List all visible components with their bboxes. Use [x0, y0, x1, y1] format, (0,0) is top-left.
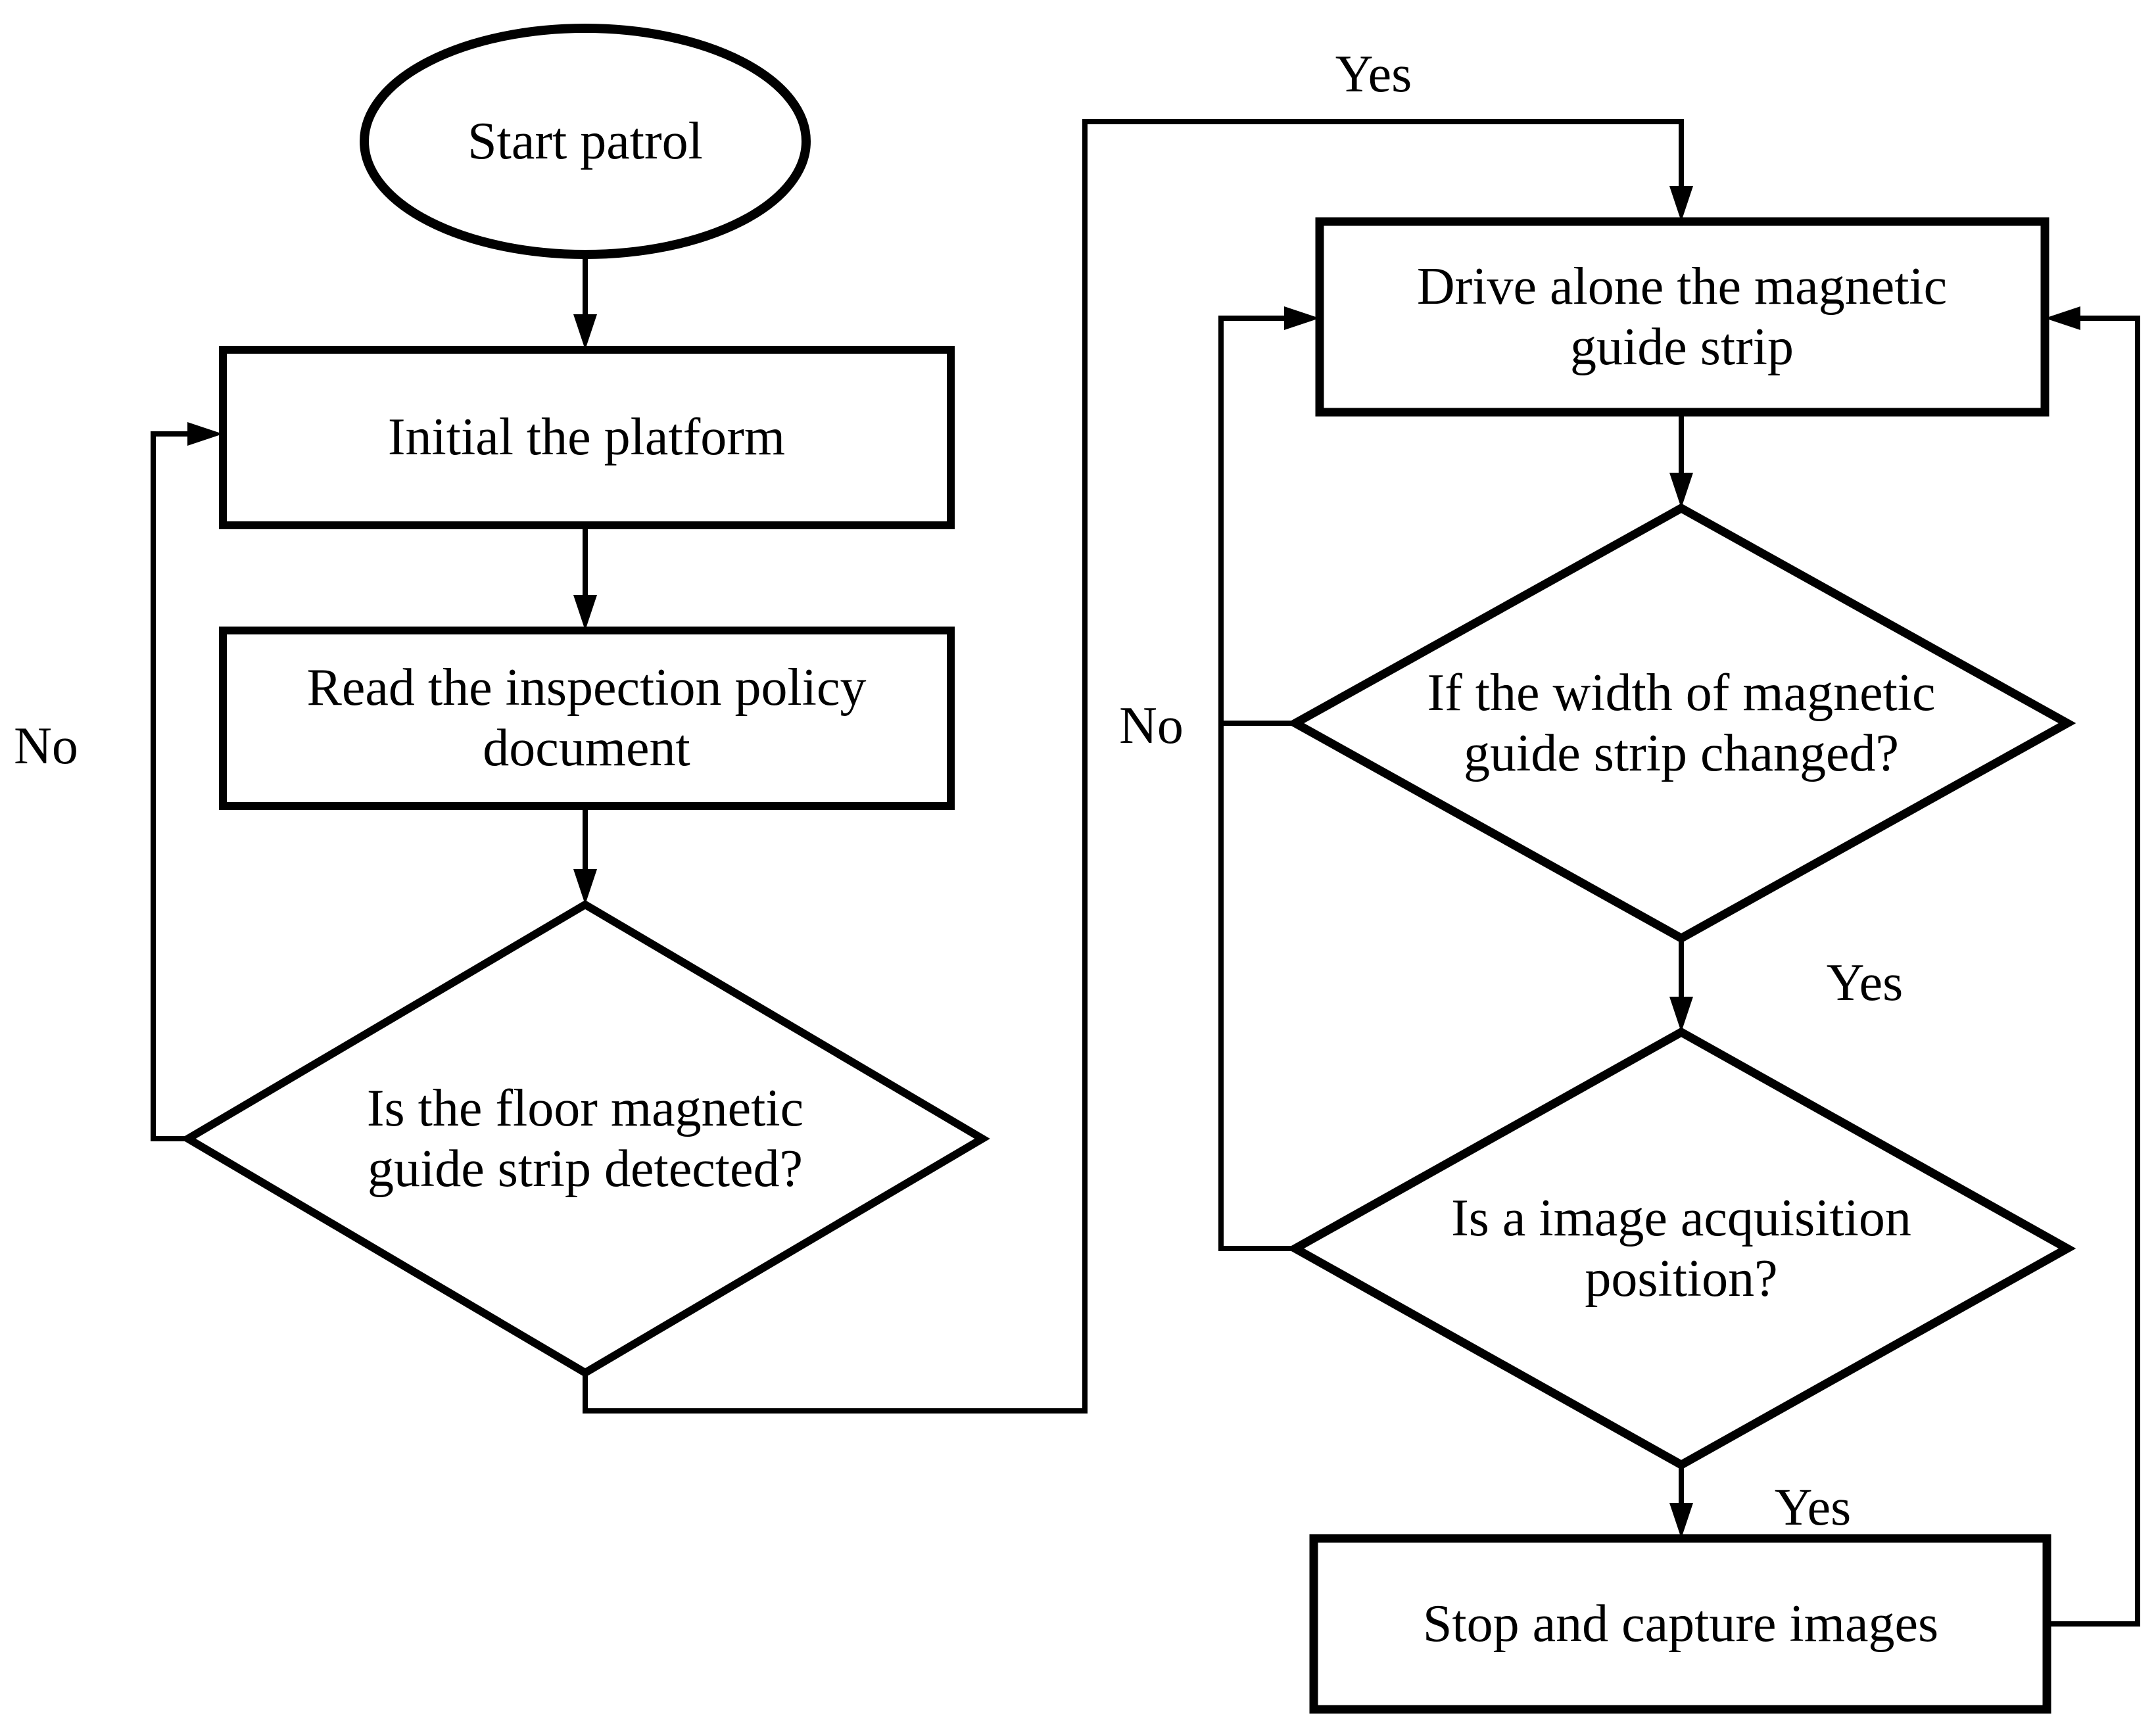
node-detect-strip-label: Is the floor magnetic guide strip detect… — [366, 1080, 804, 1198]
node-initial-platform-label: Initial the platform — [387, 408, 786, 466]
width-changed-diamond — [1286, 503, 2076, 943]
connector-detect-no-loop — [151, 431, 189, 1141]
read-policy-rect — [219, 627, 955, 810]
node-width-changed-label: If the width of magnetic guide strip cha… — [1427, 664, 1936, 782]
arrowhead-init-to-read — [573, 595, 597, 630]
initial-platform-rect — [219, 346, 955, 529]
arrowhead-loop-into-drive-right — [2045, 306, 2080, 330]
node-image-position-label: Is a image acquisition position? — [1451, 1189, 1911, 1308]
arrowhead-read-to-detect — [573, 869, 597, 905]
node-read-policy-label: Read the inspection policy document — [306, 659, 867, 777]
start-ellipse-shape — [360, 24, 811, 259]
edge-label-no-left: No — [14, 717, 78, 775]
node-start-patrol-label: Start patrol — [467, 112, 703, 170]
connector-stop-return-loop — [2047, 316, 2140, 1627]
connector-detect-yes-path — [583, 119, 1684, 1414]
arrowhead-yes-into-drive-top — [1669, 186, 1693, 222]
image-position-diamond — [1286, 1027, 2076, 1470]
edge-label-yes-top: Yes — [1335, 45, 1412, 103]
arrowhead-drive-to-width — [1669, 473, 1693, 508]
node-stop-capture-label: Stop and capture images — [1422, 1595, 1939, 1653]
node-drive-strip-label: Drive alone the magnetic guide strip — [1416, 258, 1948, 376]
arrowhead-start-to-init — [573, 314, 597, 350]
arrowhead-no-loop-into-init — [187, 422, 223, 446]
detect-strip-diamond — [180, 900, 990, 1377]
connector-no-return-line — [1218, 316, 1295, 1251]
arrowhead-position-to-stop — [1669, 1503, 1693, 1538]
drive-strip-rect — [1315, 217, 2049, 417]
edge-label-yes-middle: Yes — [1826, 954, 1904, 1012]
arrowhead-no-into-drive-left — [1284, 306, 1320, 330]
stop-capture-rect — [1309, 1534, 2051, 1714]
arrowhead-width-to-position — [1669, 997, 1693, 1032]
edge-label-no-right: No — [1119, 697, 1184, 755]
edge-label-yes-bottom: Yes — [1774, 1479, 1852, 1536]
